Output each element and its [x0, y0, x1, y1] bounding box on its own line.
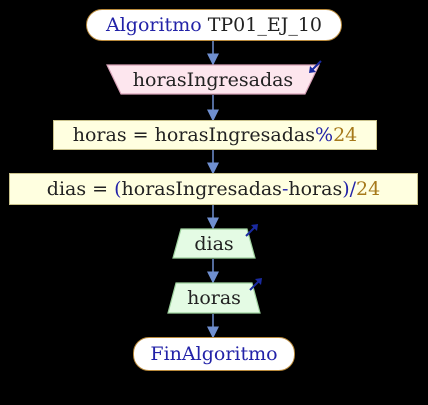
assign-dias-operand: 24 [356, 178, 381, 200]
assign-dias-operator: / [349, 178, 357, 200]
assign-dias-paren-close: ) [342, 178, 350, 200]
arrow-down-left-icon [309, 60, 322, 73]
assign-dias-equals: = [92, 178, 109, 200]
read-trapezoid-shape [106, 64, 320, 95]
assign-horas-operand: 24 [333, 124, 358, 146]
end-keyword: FinAlgoritmo [150, 343, 278, 365]
assign-horas-operator: % [315, 124, 334, 146]
assign-dias-right: horas [288, 178, 343, 200]
arrow-up-right-icon [249, 278, 262, 291]
arrow-up-right-icon [245, 224, 258, 237]
assign-dias-minus: - [281, 178, 289, 200]
assign-dias-left: horasIngresadas [121, 178, 282, 200]
assign-dias-paren-open: ( [114, 178, 122, 200]
assign-horas-target: horas [72, 124, 127, 146]
write-dias-variable: dias [194, 232, 234, 255]
start-keyword: Algoritmo [106, 14, 202, 36]
assign-horas-source: horasIngresadas [154, 124, 315, 146]
write-horas-trapezoid-shape [167, 282, 261, 314]
assign-horas-node: horas = horasIngresadas%24 [53, 120, 377, 150]
end-node: FinAlgoritmo [133, 337, 295, 371]
assign-dias-target: dias [46, 178, 87, 200]
assign-dias-node: dias = (horasIngresadas-horas)/24 [9, 173, 418, 205]
start-node: Algoritmo TP01_EJ_10 [86, 9, 342, 41]
read-node: horasIngresadas [106, 60, 322, 95]
write-dias-node: dias [172, 224, 258, 259]
write-dias-trapezoid-shape [172, 228, 256, 259]
assign-horas-equals: = [132, 124, 149, 146]
write-horas-variable: horas [187, 287, 241, 309]
algorithm-name: TP01_EJ_10 [207, 14, 322, 36]
read-variable: horasIngresadas [132, 68, 294, 91]
write-horas-node: horas [167, 278, 262, 314]
